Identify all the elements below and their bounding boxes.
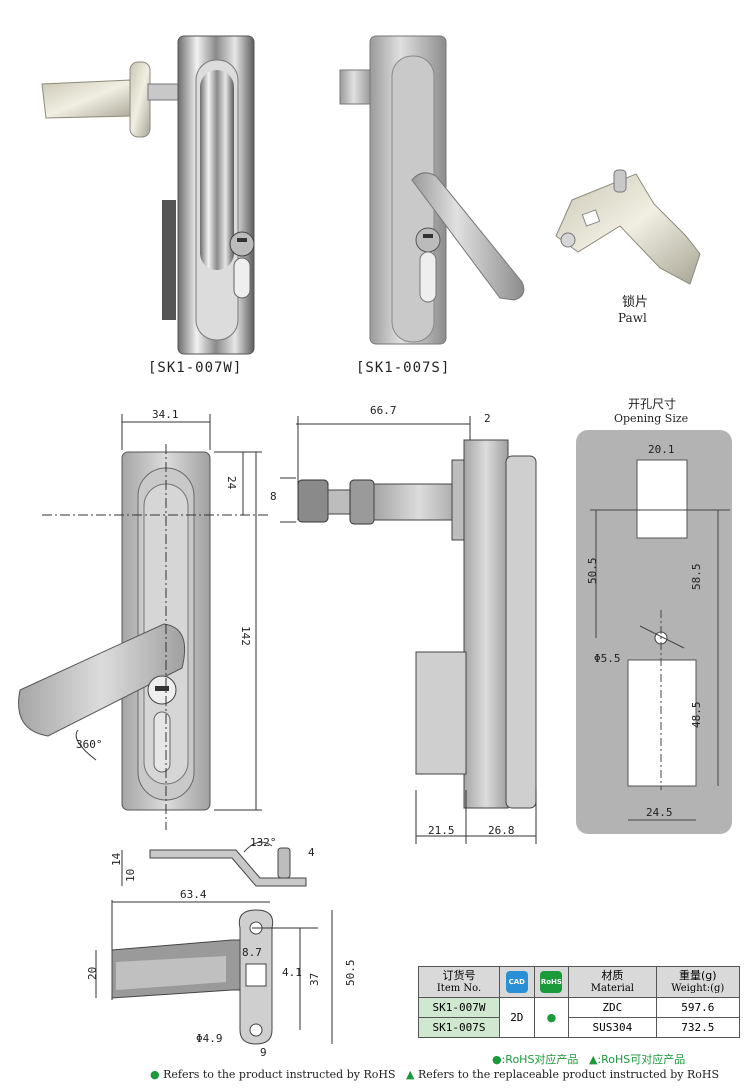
dim-pawl-h10: 10	[124, 869, 137, 882]
dim-pawl-8-7: 8.7	[242, 946, 262, 959]
dim-opening-rect-width: 24.5	[646, 806, 673, 819]
dim-pawl-h37: 37	[308, 973, 321, 986]
dim-side-right: 26.8	[488, 824, 515, 837]
dim-opening-pitch-right: 58.5	[690, 564, 703, 591]
table-row: SK1-007S SUS304 732.5	[417, 1017, 741, 1038]
dim-pawl-hole: Φ4.9	[196, 1032, 223, 1045]
dim-front-width: 34.1	[152, 408, 179, 421]
cell-item: SK1-007S	[417, 1017, 501, 1038]
dim-front-top: 24	[225, 476, 238, 490]
cell-weight: 597.6	[655, 997, 741, 1018]
pawl-label-en: Pawl	[618, 311, 647, 325]
cell-material: ZDC	[568, 997, 657, 1018]
cell-material: SUS304	[568, 1017, 657, 1038]
legend-cn: ●:RoHS对应产品 ▲:RoHS可对应产品	[492, 1051, 685, 1067]
opening-size-drawing	[576, 430, 732, 834]
legend-en: ● Refers to the product instructed by Ro…	[150, 1068, 719, 1081]
dot-icon: ●	[150, 1068, 160, 1081]
dim-pawl-w20: 20	[86, 967, 99, 980]
dim-opening-square: 20.1	[648, 443, 675, 456]
dim-pawl-angle: 132°	[250, 836, 277, 849]
pawl-photo	[555, 169, 701, 285]
legend-en-dot: Refers to the product instructed by RoHS	[163, 1068, 396, 1081]
header-cad: CAD	[499, 966, 535, 998]
dim-opening-rect-height: 48.5	[690, 702, 703, 729]
legend-cn-tri: ▲:RoHS可对应产品	[588, 1053, 686, 1066]
cell-cad: 2D	[499, 997, 535, 1038]
pawl-side-drawing	[121, 841, 307, 887]
dim-side-shaft: 8	[270, 490, 277, 503]
dim-pawl-length: 63.4	[180, 888, 207, 901]
caption-sk1-007w: [SK1-007W]	[148, 360, 242, 376]
pawl-label-cn: 锁片	[622, 294, 648, 310]
dim-side-length: 66.7	[370, 404, 397, 417]
dim-pawl-h50-5: 50.5	[344, 960, 357, 987]
legend-cn-dot: ●:RoHS对应产品	[492, 1053, 579, 1066]
dim-pawl-w9: 9	[260, 1046, 267, 1059]
cad-icon: CAD	[505, 971, 528, 993]
dim-side-flange: 2	[484, 412, 491, 425]
pawl-top-drawing	[95, 900, 333, 1045]
opening-title-en: Opening Size	[614, 412, 688, 425]
side-view-drawing	[280, 416, 537, 844]
cell-rohs: ●	[533, 997, 570, 1038]
dim-pawl-t4: 4	[308, 846, 315, 859]
header-weight: 重量(g)Weight:(g)	[655, 966, 741, 998]
dim-opening-hole: Φ5.5	[594, 652, 621, 665]
dim-rotation: 360°	[76, 738, 103, 751]
dim-side-left: 21.5	[428, 824, 455, 837]
cell-weight: 732.5	[655, 1017, 741, 1038]
dim-pawl-4-1: 4.1	[282, 966, 302, 979]
dim-front-height: 142	[239, 626, 252, 646]
table-row: SK1-007W 2D ● ZDC 597.6	[417, 997, 741, 1038]
product-photo-sk1-007s	[339, 35, 525, 345]
dim-pawl-h14: 14	[110, 852, 123, 866]
product-photo-sk1-007w	[41, 35, 255, 355]
rohs-icon: RoHS	[540, 971, 563, 993]
front-view-drawing	[18, 414, 270, 830]
dim-opening-pitch-left: 50.5	[586, 558, 599, 585]
legend-en-tri: Refers to the replaceable product instru…	[417, 1068, 720, 1081]
opening-title-cn: 开孔尺寸	[628, 397, 676, 411]
cell-item: SK1-007W	[417, 997, 501, 1018]
header-rohs: RoHS	[533, 966, 570, 998]
caption-sk1-007s: [SK1-007S]	[356, 360, 450, 376]
triangle-icon: ▲	[405, 1068, 415, 1081]
